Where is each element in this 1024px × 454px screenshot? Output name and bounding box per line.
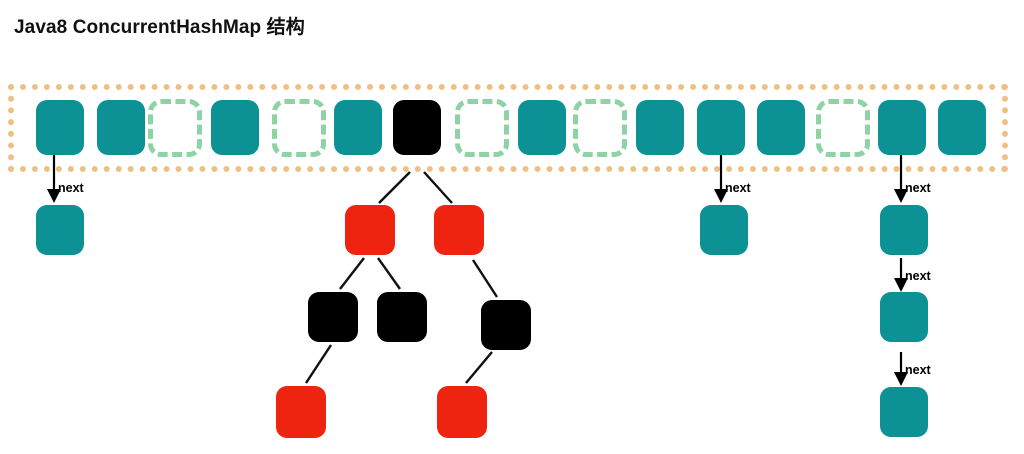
bucket-cell-0[interactable]: [36, 100, 84, 155]
tree-node-red-left[interactable]: [345, 205, 395, 255]
bucket-cell-8[interactable]: [518, 100, 566, 155]
tree-edge-red-right-to-black-r1: [471, 259, 499, 298]
next-label-bucket-14-2: next: [905, 269, 931, 283]
tree-node-black-l2[interactable]: [377, 292, 427, 342]
bucket-cell-11[interactable]: [697, 100, 745, 155]
bucket-cell-5[interactable]: [334, 100, 382, 155]
chain-node-bucket-0-1[interactable]: [36, 205, 84, 255]
tree-edge-root-to-red-left: [378, 171, 411, 204]
tree-edge-red-left-to-black-l2: [377, 257, 401, 290]
tree-node-red-leaf-2[interactable]: [437, 386, 487, 438]
chain-node-bucket-14-2[interactable]: [880, 292, 928, 342]
tree-node-red-leaf-1[interactable]: [276, 386, 326, 438]
next-label-bucket-0: next: [58, 181, 84, 195]
chain-node-bucket-14-3[interactable]: [880, 387, 928, 437]
tree-node-red-right[interactable]: [434, 205, 484, 255]
bucket-cell-12[interactable]: [757, 100, 805, 155]
bucket-cell-10[interactable]: [636, 100, 684, 155]
tree-node-black-r1[interactable]: [481, 300, 531, 350]
bucket-cell-15[interactable]: [938, 100, 986, 155]
bucket-cell-3[interactable]: [211, 100, 259, 155]
tree-edge-red-left-to-black-l1: [339, 257, 365, 290]
bucket-cell-14[interactable]: [878, 100, 926, 155]
bucket-cell-4[interactable]: [272, 99, 326, 157]
bucket-cell-7[interactable]: [455, 99, 509, 157]
chain-node-bucket-14-1[interactable]: [880, 205, 928, 255]
bucket-cell-6[interactable]: [393, 100, 441, 155]
bucket-cell-2[interactable]: [148, 99, 202, 157]
tree-edge-black-r1-to-red-leaf-2: [465, 351, 493, 384]
tree-edge-root-to-red-right: [423, 171, 453, 204]
next-label-bucket-14-3: next: [905, 363, 931, 377]
chain-node-bucket-11-1[interactable]: [700, 205, 748, 255]
bucket-cell-9[interactable]: [573, 99, 627, 157]
page-title: Java8 ConcurrentHashMap 结构: [14, 17, 305, 38]
bucket-cell-13[interactable]: [816, 99, 870, 157]
tree-edge-black-l1-to-red-leaf-1: [304, 344, 333, 384]
bucket-cell-1[interactable]: [97, 100, 145, 155]
tree-node-black-l1[interactable]: [308, 292, 358, 342]
next-label-bucket-11: next: [725, 181, 751, 195]
next-label-bucket-14-1: next: [905, 181, 931, 195]
